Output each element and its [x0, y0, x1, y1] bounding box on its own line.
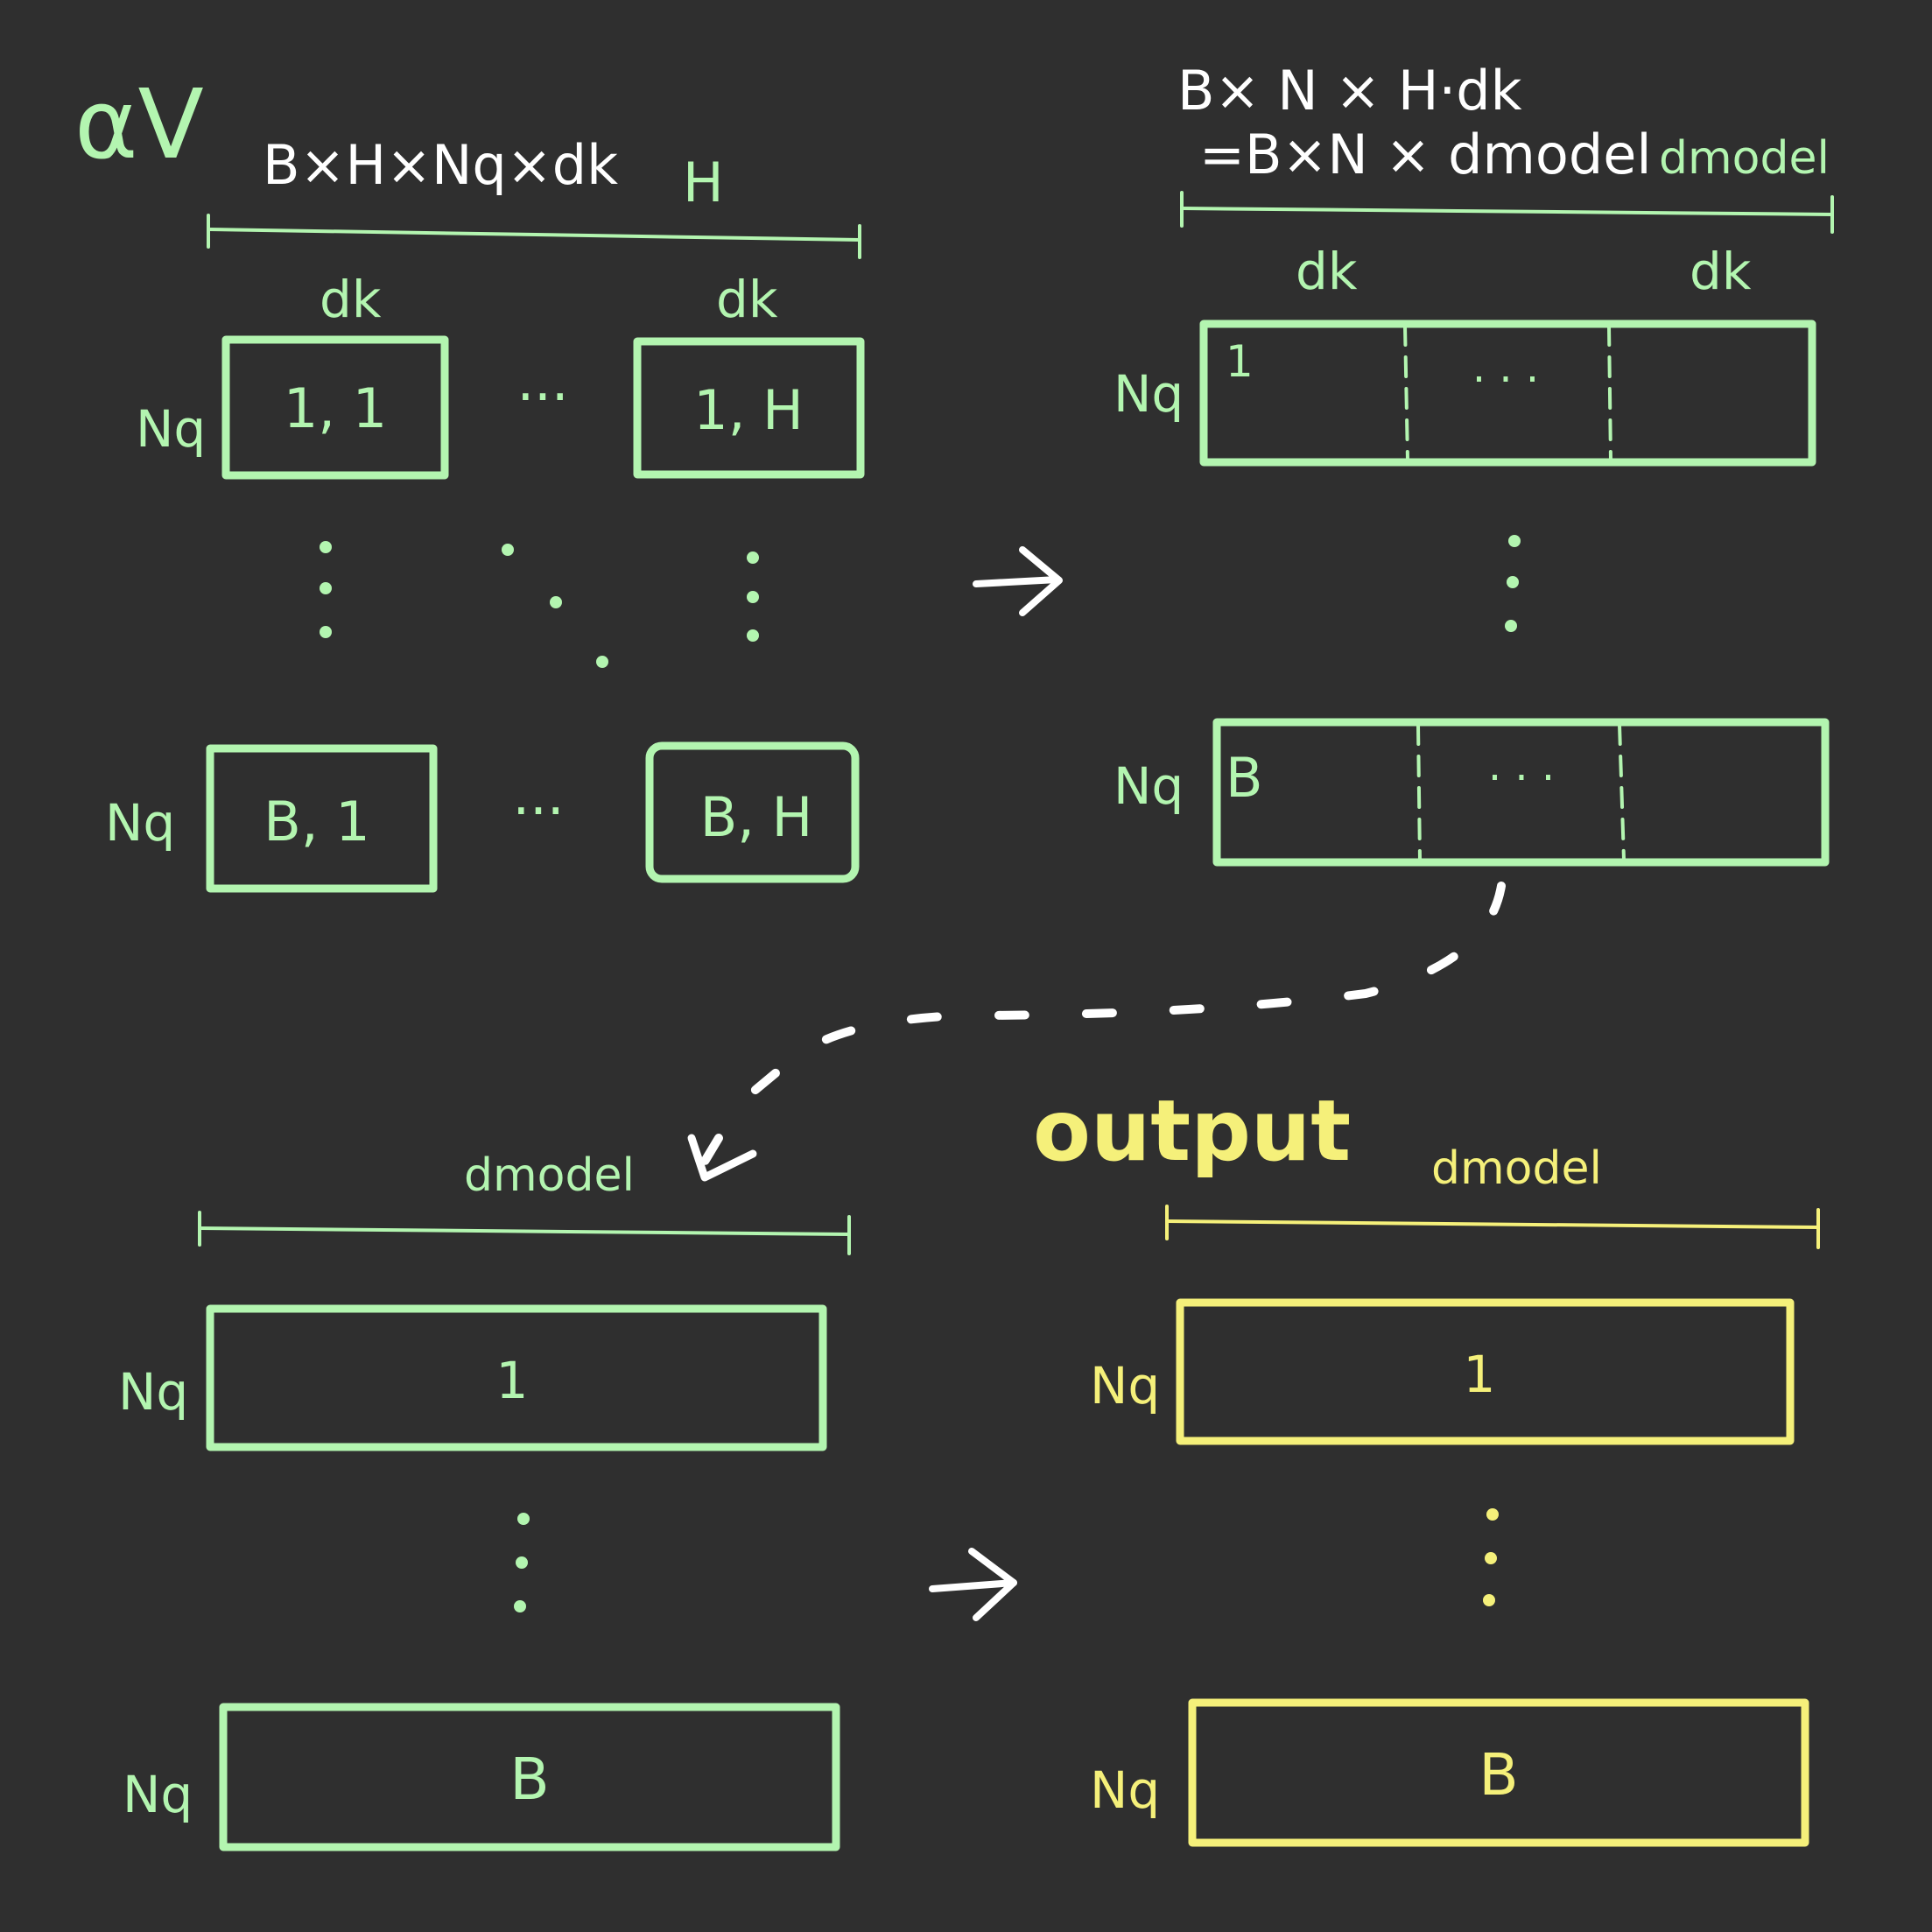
dmodel-width-bracket: [1165, 1205, 1820, 1249]
dmodel-width-label: dmodel: [1659, 132, 1830, 185]
nq-label: Nq: [136, 399, 206, 459]
right-arrow-icon: [929, 1548, 1017, 1621]
dmodel-width-label: dmodel: [1431, 1142, 1602, 1195]
right-arrow-icon: [973, 546, 1063, 616]
vertical-dots-merged: [514, 1513, 530, 1612]
final-row-b: [1188, 1698, 1809, 1847]
concat-shape-line2: =B×N × dmodel: [1199, 123, 1652, 186]
vertical-dots-concat: [1505, 535, 1521, 632]
dmodel-width-bracket: [198, 1211, 851, 1255]
final-row-1: [1176, 1298, 1795, 1445]
dmodel-width-label: dmodel: [464, 1149, 635, 1202]
vertical-dots-output: [1483, 1508, 1499, 1606]
heads-width-label: H: [683, 151, 724, 214]
concat-shape-line1: B× N × H·dk: [1177, 59, 1522, 123]
vertical-dots-right: [747, 551, 759, 642]
concat-row-b-label: B: [1226, 746, 1263, 810]
block-b-h-label: B, H: [700, 785, 813, 849]
row-dots: ···: [516, 365, 568, 429]
output-row-b: [219, 1703, 840, 1851]
nq-label: Nq: [123, 1765, 193, 1824]
block-1-h: [633, 337, 865, 479]
dk-label-right: dk: [716, 270, 778, 329]
nq-label: Nq: [1114, 756, 1184, 816]
block-1-1: [221, 335, 449, 480]
dashed-curved-arrow-icon: [687, 882, 1506, 1182]
vertical-dots-left: [320, 541, 332, 638]
block-b-h: [645, 741, 860, 883]
diagonal-dots: [502, 544, 608, 668]
dk-label-right: dk: [1690, 242, 1752, 301]
head-divider: [1403, 324, 1409, 462]
block-1-h-label: 1, H: [693, 378, 803, 442]
nq-label: Nq: [1090, 1760, 1160, 1820]
output-title: output: [1033, 1082, 1351, 1180]
dk-label-left: dk: [1296, 242, 1358, 301]
final-row-1-label: 1: [1464, 1345, 1496, 1404]
concat-row-dots: · · ·: [1472, 355, 1539, 404]
head-divider: [1416, 723, 1422, 861]
output-row-b-label: B: [509, 1746, 549, 1813]
nq-label: Nq: [1090, 1356, 1160, 1416]
alpha-v-title: αV: [74, 68, 204, 180]
alpha-v-shape: B×H×Nq×dk: [263, 133, 618, 197]
head-divider: [1618, 723, 1626, 861]
row-dots: ···: [512, 779, 564, 843]
nq-label: Nq: [105, 793, 175, 853]
output-row-1: [206, 1304, 827, 1451]
nq-label: Nq: [118, 1362, 188, 1422]
concat-row-1-label: 1: [1226, 336, 1254, 387]
head-divider: [1607, 324, 1612, 462]
heads-width-bracket: [207, 214, 861, 259]
concat-row-1: [1199, 320, 1816, 467]
block-b-1-label: B, 1: [263, 790, 369, 854]
block-1-1-label: 1, 1: [284, 376, 387, 440]
final-row-b-label: B: [1479, 1741, 1518, 1809]
dk-label-left: dk: [320, 270, 382, 329]
output-row-1-label: 1: [496, 1351, 529, 1410]
nq-label: Nq: [1114, 364, 1184, 424]
concat-row-b: [1212, 718, 1830, 867]
block-b-1: [206, 744, 438, 893]
dmodel-width-bracket: [1180, 191, 1834, 234]
concat-row-dots: · · ·: [1488, 754, 1555, 803]
